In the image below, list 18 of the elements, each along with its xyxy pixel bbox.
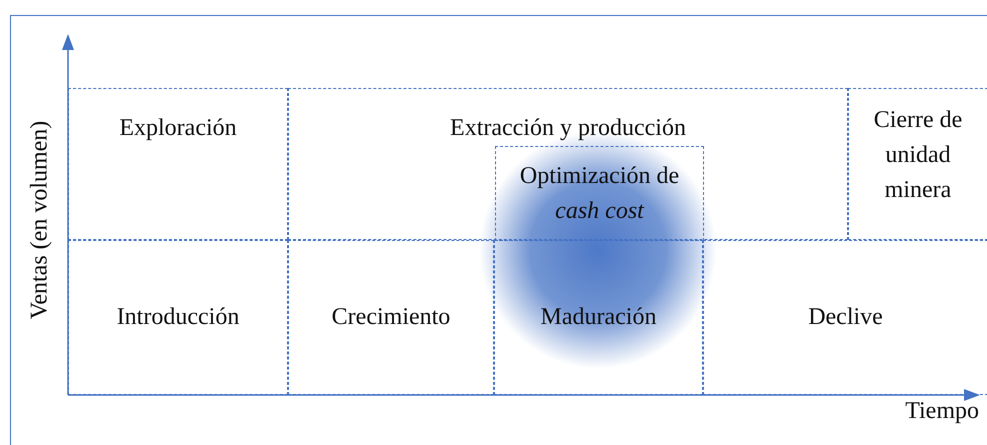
stage-label: Optimización de cash cost [518,162,680,226]
stage-cell [494,240,703,395]
stage-label: Crecimiento [330,303,452,332]
stage-label: Declive [807,303,884,332]
stage-cell [68,240,288,395]
stage-label: Cierre de unidad minera [872,106,964,205]
stage-cell [848,88,987,240]
stage-cell [288,88,848,240]
stage-cell [68,88,288,240]
axis-label: Tiempo [905,398,979,425]
stage-label: Extracción y producción [449,114,687,143]
stage-label: Maduración [540,303,658,332]
highlight-box [495,146,704,241]
stage-cell [703,240,987,395]
stage-label: Exploración [118,114,238,143]
axis-label: Ventas (en volumen) [26,120,54,320]
stage-cell [288,240,494,395]
stage-label: Introducción [116,303,240,332]
